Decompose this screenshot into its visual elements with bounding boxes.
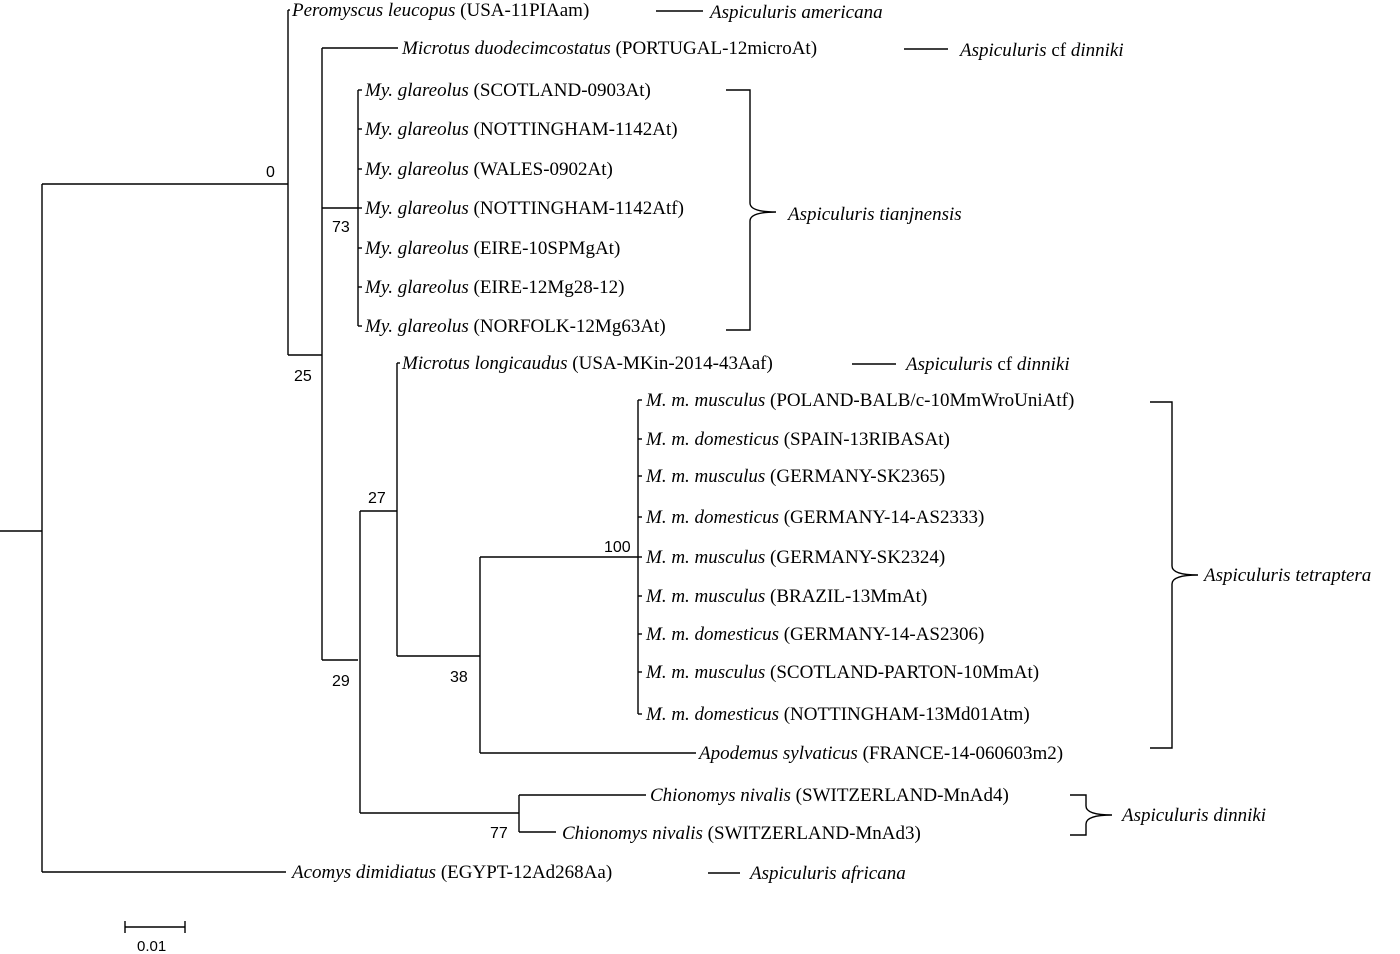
taxon-label: Chionomys nivalis (SWITZERLAND-MnAd4) (650, 785, 1009, 806)
taxon-label: My. glareolus (EIRE-12Mg28-12) (364, 277, 624, 298)
group-label: Aspiculuris cf dinniki (904, 354, 1070, 375)
bootstrap-value: 100 (604, 539, 631, 556)
taxon-label: M. m. domesticus (SPAIN-13RIBASAt) (645, 429, 950, 450)
taxon-label: M. m. musculus (GERMANY-SK2365) (645, 466, 945, 487)
group-label: Aspiculuris dinniki (1120, 805, 1266, 826)
taxon-label: Chionomys nivalis (SWITZERLAND-MnAd3) (562, 823, 921, 844)
taxon-label: M. m. domesticus (GERMANY-14-AS2306) (645, 624, 984, 645)
bootstrap-value: 27 (368, 490, 386, 507)
tree-branches (0, 9, 696, 873)
group-brace (1150, 401, 1199, 749)
group-label: Aspiculuris tetraptera (1202, 565, 1371, 586)
group-label: Aspiculuris americana (708, 2, 883, 23)
taxon-label: M. m. domesticus (GERMANY-14-AS2333) (645, 507, 984, 528)
group-connectors (656, 10, 1199, 874)
taxon-label: My. glareolus (EIRE-10SPMgAt) (364, 238, 620, 259)
bootstrap-value: 38 (450, 669, 468, 686)
group-brace (726, 89, 777, 331)
bootstrap-value: 25 (294, 368, 312, 385)
bootstrap-value: 0 (266, 164, 275, 181)
group-label: Aspiculuris africana (748, 863, 906, 884)
taxon-label: My. glareolus (NOTTINGHAM-1142Atf) (364, 198, 684, 219)
group-labels: Aspiculuris americana Aspiculuris cf din… (708, 2, 1371, 884)
taxon-label: My. glareolus (SCOTLAND-0903At) (364, 80, 651, 101)
group-label: Aspiculuris cf dinniki (958, 40, 1124, 61)
scale-bar: 0.01 (124, 921, 186, 954)
taxon-label: Peromyscus leucopus (USA-11PIAam) (291, 0, 589, 21)
taxon-label: M. m. musculus (SCOTLAND-PARTON-10MmAt) (645, 662, 1039, 683)
taxon-label: M. m. musculus (BRAZIL-13MmAt) (645, 586, 927, 607)
taxon-label: M. m. musculus (GERMANY-SK2324) (645, 547, 945, 568)
bootstrap-values: 0 73 25 27 100 29 38 77 (266, 164, 631, 842)
bootstrap-value: 29 (332, 673, 350, 690)
bootstrap-value: 77 (490, 825, 508, 842)
group-brace (1070, 794, 1113, 836)
taxon-label: My. glareolus (NORFOLK-12Mg63At) (364, 316, 666, 337)
taxon-label: Microtus duodecimcostatus (PORTUGAL-12mi… (401, 38, 817, 59)
taxon-label: Acomys dimidiatus (EGYPT-12Ad268Aa) (290, 862, 612, 883)
taxon-label: Apodemus sylvaticus (FRANCE-14-060603m2) (697, 743, 1063, 764)
group-label: Aspiculuris tianjnensis (786, 204, 962, 225)
scale-bar-label: 0.01 (137, 938, 166, 954)
taxon-label: My. glareolus (WALES-0902At) (364, 159, 613, 180)
taxon-label: My. glareolus (NOTTINGHAM-1142At) (364, 119, 678, 140)
taxon-label: M. m. musculus (POLAND-BALB/c-10MmWroUni… (645, 390, 1074, 411)
taxon-labels: Peromyscus leucopus (USA-11PIAam) Microt… (290, 0, 1074, 883)
taxon-label: M. m. domesticus (NOTTINGHAM-13Md01Atm) (645, 704, 1030, 725)
bootstrap-value: 73 (332, 219, 350, 236)
taxon-label: Microtus longicaudus (USA-MKin-2014-43Aa… (401, 353, 773, 374)
